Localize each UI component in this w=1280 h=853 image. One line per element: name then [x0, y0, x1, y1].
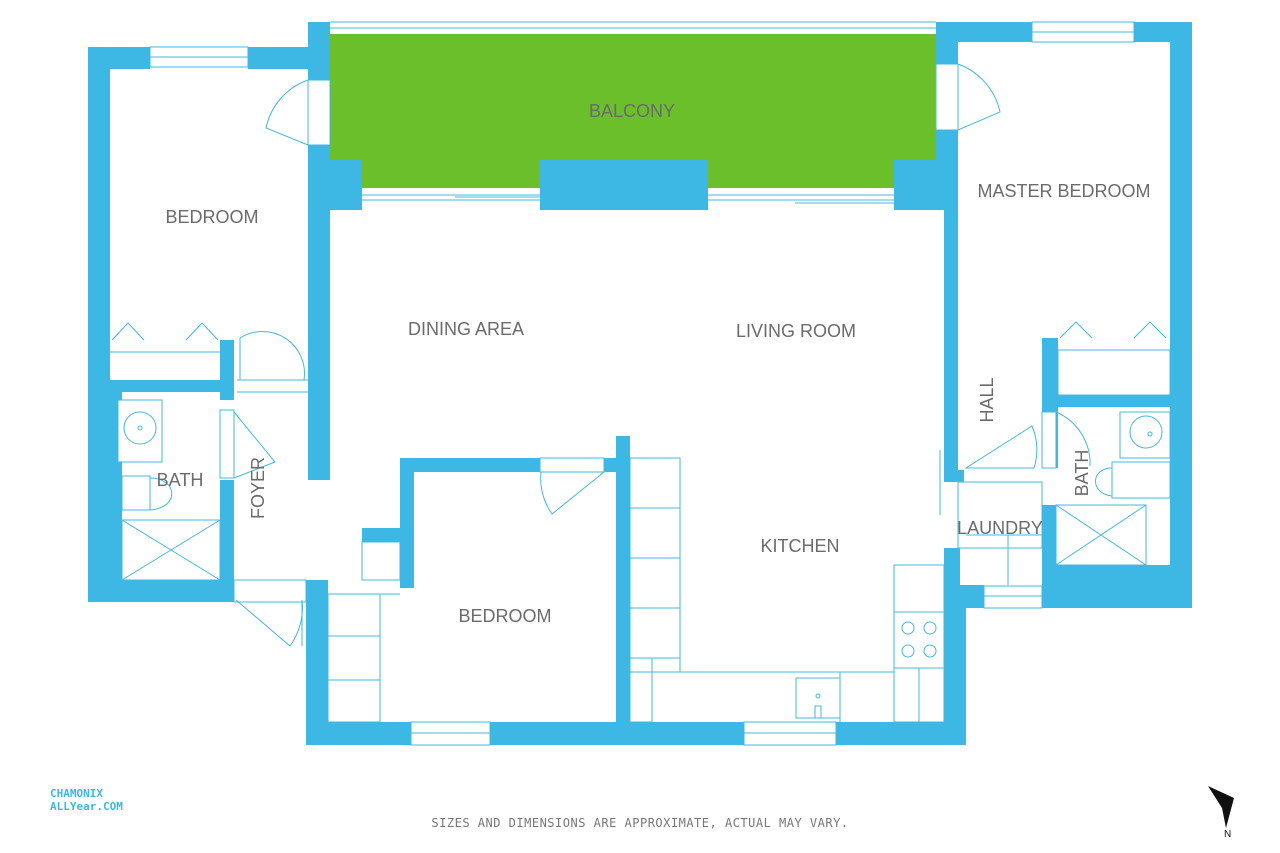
disclaimer-text: SIZES AND DIMENSIONS ARE APPROXIMATE, AC… [431, 816, 849, 830]
label-hall: HALL [977, 377, 997, 422]
label-dining-area: DINING AREA [408, 319, 524, 339]
label-foyer: FOYER [248, 457, 268, 519]
north-label: N [1224, 829, 1232, 840]
label-bedroom-west: BEDROOM [165, 207, 258, 227]
label-living-room: LIVING ROOM [736, 321, 856, 341]
label-laundry: LAUNDRY [957, 518, 1043, 538]
label-bath-west: BATH [157, 470, 204, 490]
label-master-bedroom: MASTER BEDROOM [977, 181, 1150, 201]
logo-line-2: ALLYear.COM [50, 800, 123, 813]
label-balcony: BALCONY [589, 101, 675, 121]
label-bath-east: BATH [1072, 450, 1092, 497]
walls [88, 22, 1192, 745]
label-bedroom-south: BEDROOM [458, 606, 551, 626]
label-kitchen: KITCHEN [760, 536, 839, 556]
balcony-area [330, 34, 936, 160]
fixtures [110, 21, 1171, 746]
brand-logo: CHAMONIX ALLYear.COM [50, 787, 123, 813]
north-arrow-icon [1208, 786, 1234, 828]
logo-line-1: CHAMONIX [50, 787, 103, 800]
